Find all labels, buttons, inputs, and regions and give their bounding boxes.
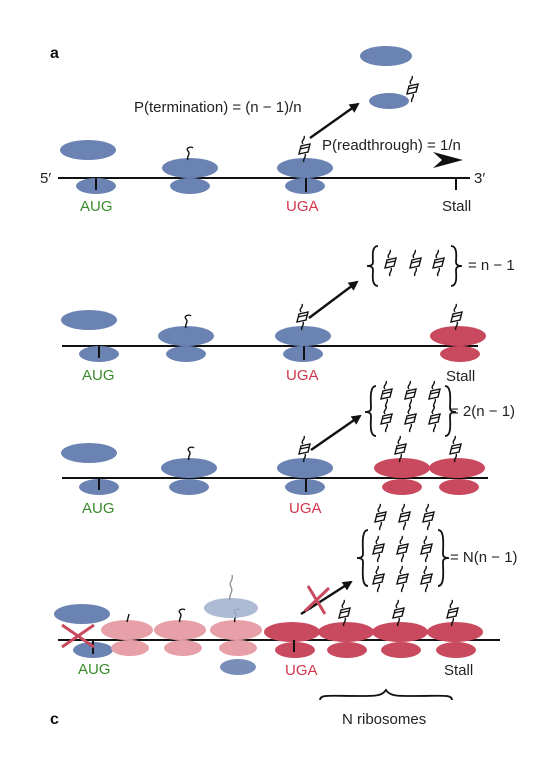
stalled-ribosome	[429, 435, 485, 495]
row2-count: = n − 1	[468, 257, 515, 274]
released-peptides-set	[364, 380, 457, 437]
row-3: AUG UGA = 2(n − 1)	[61, 380, 515, 517]
stop-codon-label: UGA	[285, 662, 318, 679]
p-readthrough-label: P(readthrough) = 1/n	[322, 137, 461, 154]
blocked-initiation-cross-icon	[61, 623, 95, 649]
queued-ribosome	[154, 608, 206, 656]
start-codon-label: AUG	[78, 661, 111, 678]
five-prime-label: 5′	[40, 170, 51, 187]
ribosome-at-stop-codon	[277, 135, 333, 194]
blocked-termination-cross-icon	[303, 585, 331, 615]
stop-codon-label: UGA	[286, 198, 319, 215]
panel-a-label: a	[50, 45, 59, 62]
start-codon-label: AUG	[80, 198, 113, 215]
stalled-ribosome	[427, 599, 483, 658]
stop-codon-label: UGA	[289, 500, 322, 517]
stall-label: Stall	[444, 662, 473, 679]
row4-count: = N(n − 1)	[450, 549, 518, 566]
stalled-ribosome	[372, 599, 428, 658]
termination-arrow	[310, 414, 362, 451]
dissociating-ribosome	[204, 574, 258, 675]
n-ribosomes-brace	[319, 688, 453, 701]
start-codon-label: AUG	[82, 367, 115, 384]
stalled-ribosome	[430, 303, 486, 362]
row3-count: = 2(n − 1)	[450, 403, 515, 420]
released-peptide-icon	[406, 75, 419, 103]
stalled-ribosome	[374, 435, 430, 495]
released-peptides-set	[366, 245, 463, 287]
stalled-ribosome	[264, 622, 320, 658]
stall-label: Stall	[446, 368, 475, 385]
large-subunit	[60, 140, 116, 160]
released-peptides-set	[356, 503, 450, 593]
row-4: AUG	[54, 503, 518, 728]
stop-codon-label: UGA	[286, 367, 319, 384]
released-small-subunit	[369, 93, 409, 109]
released-large-subunit	[360, 46, 412, 66]
queued-ribosome	[210, 608, 262, 656]
stalled-ribosome	[318, 599, 374, 658]
start-codon-label: AUG	[82, 500, 115, 517]
readthrough-arrowhead	[433, 152, 463, 168]
row-2: AUG UGA Stall = n − 1	[61, 245, 515, 385]
p-termination-label: P(termination) = (n − 1)/n	[134, 99, 302, 116]
panel-c-label: c	[50, 711, 59, 728]
termination-arrow	[308, 280, 359, 319]
termination-arrow	[309, 102, 360, 139]
elongating-ribosome	[162, 146, 218, 194]
row-1: 5′ 3′ AUG UGA P(termination) = (n − 1)/n…	[40, 46, 485, 215]
stall-label: Stall	[442, 198, 471, 215]
queued-ribosome	[101, 613, 153, 656]
three-prime-label: 3′	[474, 170, 485, 187]
n-ribosomes-label: N ribosomes	[342, 711, 426, 728]
